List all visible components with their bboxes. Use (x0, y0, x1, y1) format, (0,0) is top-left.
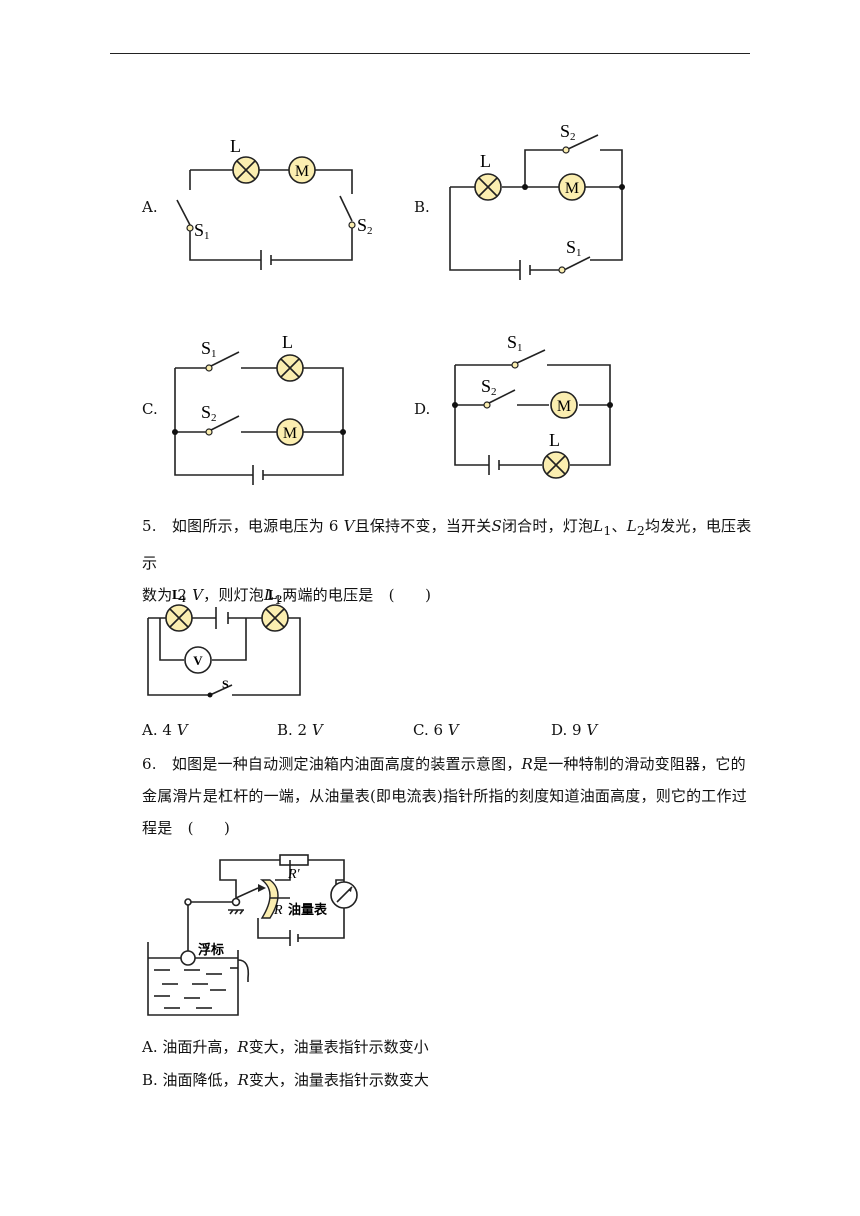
motor-label-d: M (557, 398, 571, 415)
question-6-diagram: R′ R 油量表 浮标 (147, 854, 358, 1016)
s2-label-a: S2 (357, 215, 373, 237)
option-d-label: D. (414, 400, 431, 418)
lamp-label-b: L (480, 151, 491, 171)
s1-label-c: S1 (201, 338, 217, 360)
question-6-text: 6. 如图是一种自动测定油箱内油面高度的装置示意图，R是一种特制的滑动变阻器，它… (142, 748, 762, 844)
voltmeter-label: V (193, 653, 203, 668)
q5-answer-c: C. 6 V (413, 721, 459, 739)
circuit-diagram-c: M S1 L S2 (172, 332, 346, 485)
s2-label-b: S2 (560, 121, 576, 143)
l1-label: L1 (172, 588, 186, 604)
question-6-line-1: 6. 如图是一种自动测定油箱内油面高度的装置示意图，R是一种特制的滑动变阻器，它… (142, 755, 746, 773)
question-6-line-2: 金属滑片是杠杆的一端，从油量表(即电流表)指针所指的刻度知道油面高度，则它的工作… (142, 787, 747, 805)
motor-label-c: M (283, 425, 297, 442)
question-6-line-3: 程是 ( ) (142, 819, 231, 837)
r-label: R (273, 903, 283, 918)
lamp-label-d: L (549, 430, 560, 450)
lamp-label-a: L (230, 136, 241, 156)
float-label: 浮标 (198, 942, 224, 958)
s1-label-d: S1 (507, 332, 523, 354)
circuit-diagram-d: M S1 S2 L (452, 332, 613, 479)
option-a-label: A. (142, 198, 158, 216)
question-5-circuit: V L1 L2 S (147, 588, 301, 698)
r-prime-label: R′ (287, 867, 301, 882)
s1-label-a: S1 (194, 220, 210, 242)
question-5-text: 5. 如图所示，电源电压为 6 V且保持不变，当开关S闭合时，灯泡L1、L2均发… (142, 510, 762, 616)
s2-label-c: S2 (201, 402, 217, 424)
header-rule (110, 53, 750, 54)
motor-label-b: M (565, 180, 579, 197)
l2-label: L2 (268, 588, 282, 604)
s2-label-d: S2 (481, 376, 497, 398)
q6-option-b: B. 油面降低，R变大，油量表指针示数变大 (142, 1071, 429, 1089)
s1-label-b: S1 (566, 237, 582, 259)
q5-answer-b: B. 2 V (277, 721, 323, 739)
switch-label: S (222, 677, 229, 691)
q6-option-a: A. 油面升高，R变大，油量表指针示数变小 (142, 1038, 429, 1056)
question-5-line-2: 数为 2 V，则灯泡L1两端的电压是 ( ) (142, 586, 432, 607)
circuit-diagram-a: M L S1 S2 (176, 136, 373, 270)
meter-label: 油量表 (288, 902, 328, 918)
q5-answer-a: A. 4 V (142, 721, 188, 739)
motor-label-a: M (295, 163, 309, 180)
q5-answer-d: D. 9 V (551, 721, 598, 739)
lamp-label-c: L (282, 332, 293, 352)
question-5-line-1: 5. 如图所示，电源电压为 6 V且保持不变，当开关S闭合时，灯泡L1、L2均发… (142, 517, 752, 572)
circuit-diagram-b: M L S2 S1 (449, 121, 625, 280)
option-c-label: C. (142, 400, 158, 418)
option-b-label: B. (414, 198, 430, 216)
